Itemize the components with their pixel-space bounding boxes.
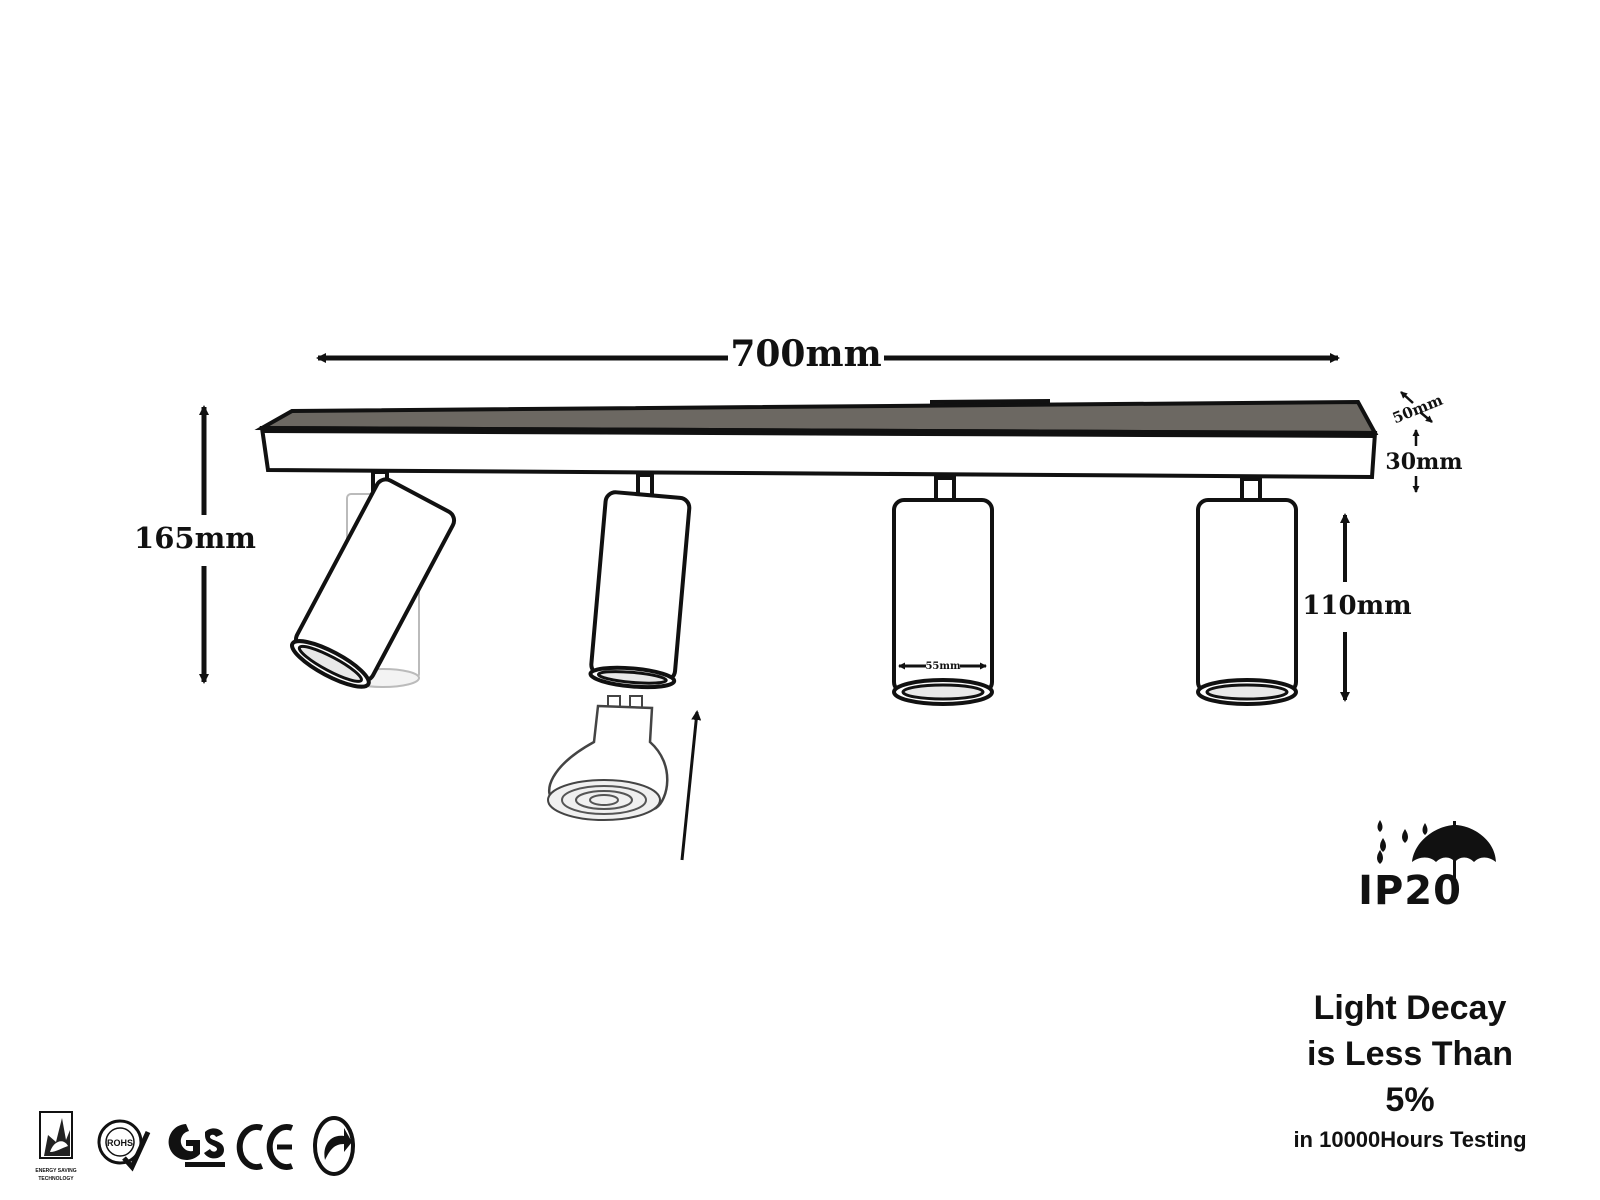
depth-dimension: 50mm [1390, 391, 1446, 427]
svg-text:ENERGY SAVING: ENERGY SAVING [35, 1168, 76, 1174]
length-label: 700mm [730, 333, 881, 375]
rain-umbrella-icon [1377, 820, 1496, 885]
height-label: 165mm [134, 521, 256, 555]
light-decay-statement: Light Decay is Less Than 5% in 10000Hour… [1260, 985, 1560, 1157]
bar-height-label: 30mm [1385, 449, 1462, 475]
gs-icon [168, 1124, 225, 1167]
lamp-height-dimension: 110mm [1302, 513, 1412, 702]
height-dimension: 165mm [134, 405, 256, 684]
decay-line-2: is Less Than [1307, 1035, 1513, 1073]
insert-arrow [680, 710, 702, 861]
ip-rating-label: IP20 [1358, 868, 1462, 914]
energy-saving-technology-icon: ENERGY SAVING TECHNOLOGY [35, 1111, 77, 1182]
decay-line-1: Light Decay [1313, 989, 1507, 1027]
ce-icon [236, 1124, 294, 1170]
ceiling-bar [254, 399, 1379, 480]
spotlight-angled [588, 473, 692, 690]
rohs-icon: ROHS [97, 1119, 151, 1172]
svg-text:TECHNOLOGY: TECHNOLOGY [38, 1176, 74, 1182]
spotlight-tilted [290, 470, 457, 689]
recycle-icon [313, 1116, 355, 1176]
decay-line-4: in 10000Hours Testing [1293, 1127, 1527, 1152]
spotlight-straight: 55mm [892, 476, 994, 706]
length-dimension: 700mm [316, 333, 1340, 375]
depth-label: 50mm [1390, 391, 1446, 427]
spotlight-end [1196, 477, 1298, 706]
diameter-dimension: 55mm [898, 661, 987, 672]
gu10-bulb-icon [547, 695, 669, 821]
decay-line-3: 5% [1385, 1081, 1435, 1119]
lamp-height-label: 110mm [1302, 591, 1411, 621]
diameter-label: 55mm [925, 661, 960, 672]
svg-text:ROHS: ROHS [107, 1138, 133, 1148]
bar-height-dimension: 30mm [1385, 429, 1463, 493]
